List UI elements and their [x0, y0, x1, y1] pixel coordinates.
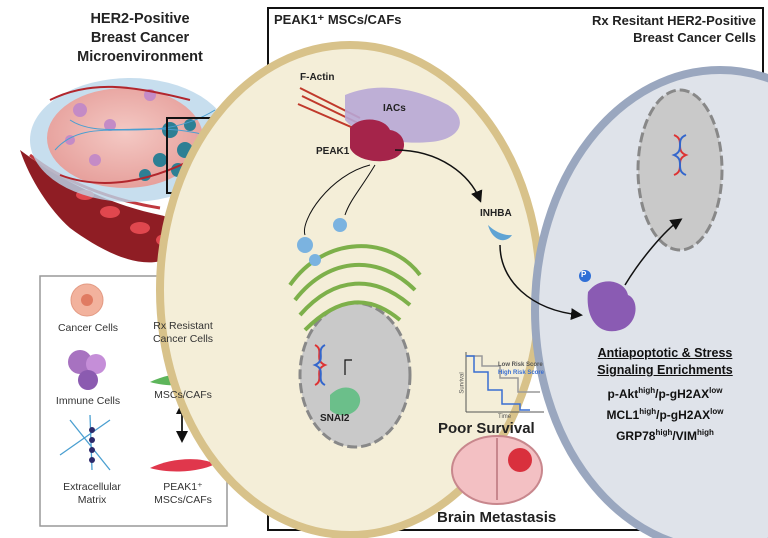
enrichment-superscript: high [655, 428, 673, 437]
poor-survival-label: Poor Survival [438, 420, 535, 437]
legend-ecm: Extracellular Matrix [52, 481, 132, 507]
enrichment-text: MCL1 [606, 408, 640, 422]
legend-ecm-line-2: Matrix [77, 494, 107, 506]
legend-peak1-mscs: PEAK1⁺ MSCs/CAFs [140, 481, 226, 507]
legend-peak1-line-1: PEAK1⁺ [163, 481, 203, 493]
f-actin-label: F-Actin [300, 72, 335, 83]
cancer-title-line-1: Rx Resitant HER2-Positive [592, 13, 756, 28]
brain-metastasis-label: Brain Metastasis [437, 509, 557, 526]
survival-xlabel: Time [498, 414, 512, 420]
enrichment-text: p-Akt [607, 387, 639, 401]
enrichment-protein [587, 281, 636, 332]
enrichment-superscript: high [639, 407, 657, 416]
peak1-panel-title: PEAK1⁺ MSCs/CAFs [274, 12, 402, 27]
inhba-label: INHBA [480, 208, 512, 219]
enrichment-line: GRP78high/VIMhigh [575, 424, 755, 445]
enrichment-superscript: low [709, 386, 723, 395]
legend-ecm-line-1: Extracellular [63, 481, 121, 493]
legend-rx-line-2: Cancer Cells [152, 333, 214, 345]
enrichment-text: /VIM [672, 429, 698, 443]
title-line-1: HER2-Positive [90, 11, 190, 27]
enrichment-block: Antiapoptotic & Stress Signaling Enrichm… [575, 345, 755, 445]
peak1-label: PEAK1 [316, 146, 350, 157]
survival-ylabel: Survival [459, 372, 466, 394]
enrichment-line: p-Akthigh/p-gH2AXlow [575, 382, 755, 403]
phospho-label: P [581, 270, 587, 279]
enrichment-text: /p-gH2AX [656, 408, 711, 422]
enrichment-title-2: Signaling Enrichments [597, 363, 733, 377]
enrichment-title-1: Antiapoptotic & Stress [597, 346, 733, 360]
legend-immune-cells: Immune Cells [55, 395, 121, 407]
enrichment-text: /p-gH2AX [655, 387, 710, 401]
legend-mscs-cafs: MSCs/CAFs [154, 389, 212, 401]
brain-illustration [451, 435, 543, 505]
survival-high-legend: High Risk Score [498, 370, 545, 376]
snai2-label: SNAI2 [320, 413, 350, 424]
enrichment-superscript: low [710, 407, 724, 416]
cancer-title-line-2: Breast Cancer Cells [633, 30, 756, 45]
enrichment-superscript: high [697, 428, 714, 437]
microenvironment-title: HER2-Positive Breast Cancer Microenviron… [40, 10, 240, 67]
peak1-shape [350, 119, 405, 162]
legend-cancer-cells: Cancer Cells [57, 322, 119, 334]
legend-rx-resistant: Rx Resistant Cancer Cells [140, 320, 226, 346]
enrichment-text: GRP78 [616, 429, 656, 443]
title-line-2: Breast Cancer [90, 30, 190, 46]
enrichment-line: MCL1high/p-gH2AXlow [575, 403, 755, 424]
cancer-panel-title: Rx Resitant HER2-Positive Breast Cancer … [592, 12, 756, 46]
survival-chart [465, 352, 544, 413]
legend-peak1-line-2: MSCs/CAFs [154, 494, 212, 506]
legend-rx-line-1: Rx Resistant [153, 320, 213, 332]
iacs-label: IACs [383, 103, 406, 114]
survival-low-legend: Low Risk Score [498, 362, 543, 368]
title-line-3: Microenvironment [77, 49, 203, 65]
enrichment-superscript: high [638, 386, 656, 395]
